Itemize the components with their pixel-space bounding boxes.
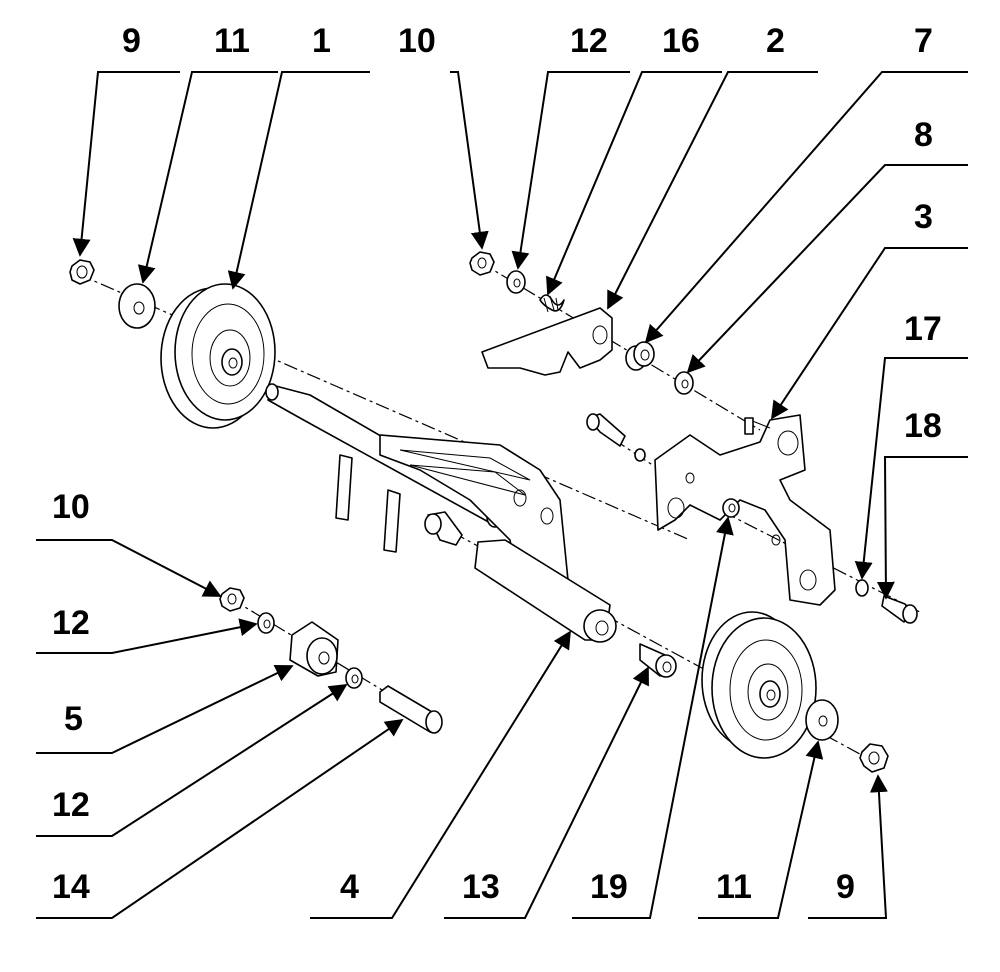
callout-top-11: 11	[214, 22, 250, 60]
hex-nut-part-10-left	[219, 587, 245, 612]
nut-part-19	[722, 498, 740, 518]
washer-part-12-top	[506, 270, 526, 294]
wheel-part-1-left	[160, 283, 276, 429]
callout-bottom-11: 11	[716, 868, 752, 906]
bolt-plate	[586, 413, 646, 462]
callout-left-12a: 12	[52, 604, 90, 642]
callout-left-12b: 12	[52, 786, 90, 824]
leader-lines	[36, 71, 968, 919]
washer-part-11-top	[118, 283, 156, 329]
hex-nut-part-9-top	[69, 259, 95, 285]
callout-bottom-19: 19	[590, 868, 628, 906]
hex-nut-part-10-top	[469, 251, 495, 276]
callout-left-14: 14	[52, 868, 90, 906]
bolt-part-18	[881, 595, 918, 624]
washer-part-17	[855, 579, 869, 597]
washer-part-8	[674, 371, 694, 395]
callout-bottom-13: 13	[462, 868, 500, 906]
spring-part-16	[539, 294, 565, 313]
callout-left-10: 10	[52, 488, 90, 526]
callout-top-2: 2	[766, 22, 785, 60]
bolt-center	[424, 511, 463, 546]
callout-right-17: 17	[904, 310, 942, 348]
hex-nut-part-9-right	[859, 743, 889, 773]
callout-right-7: 7	[914, 22, 933, 60]
callout-right-18: 18	[904, 407, 942, 445]
washer-part-12-left-a	[257, 612, 275, 634]
callout-left-5: 5	[64, 700, 83, 738]
callout-right-8: 8	[914, 116, 933, 154]
callout-bottom-9: 9	[836, 868, 855, 906]
callout-top-9: 9	[122, 22, 141, 60]
callout-top-12: 12	[570, 22, 608, 60]
mounting-plate-part-3	[654, 414, 836, 606]
callout-top-10: 10	[398, 22, 436, 60]
bolt-part-13	[639, 643, 677, 678]
callout-right-3: 3	[914, 198, 933, 236]
spacer-tube-part-4	[474, 539, 617, 643]
callout-bottom-4: 4	[340, 868, 359, 906]
wheel-part-1-right	[701, 611, 817, 759]
bushing-part-7	[625, 341, 655, 371]
spacer-part-5	[289, 621, 339, 677]
callout-top-16: 16	[662, 22, 700, 60]
lever-part-2	[481, 307, 613, 376]
washer-part-11-right	[805, 699, 839, 741]
bolt-part-14	[379, 685, 443, 734]
callout-top-1: 1	[312, 22, 331, 60]
washer-part-12-left-b	[345, 667, 363, 689]
callout-labels: 9 11 1 10 12 16 2 7 8 3 17 18 10 12 5 12…	[52, 22, 942, 906]
